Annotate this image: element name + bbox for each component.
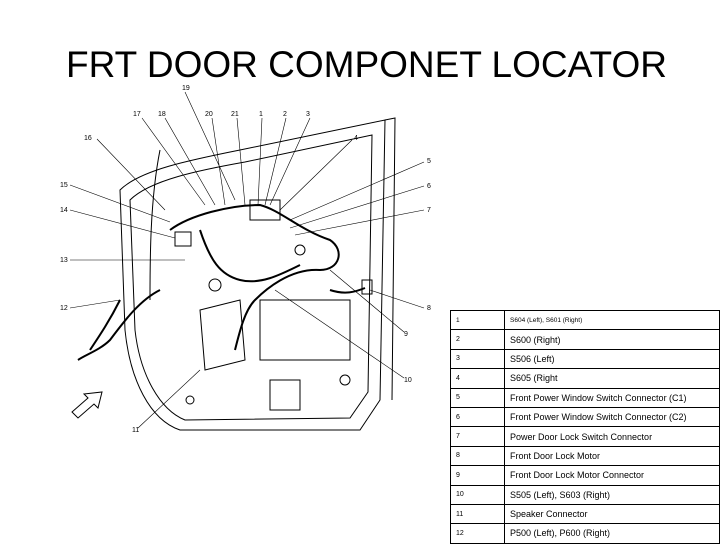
legend-num: 9 xyxy=(450,465,505,486)
legend-num: 10 xyxy=(450,484,505,505)
callout-label: 7 xyxy=(427,207,431,214)
callout-label: 15 xyxy=(60,182,68,189)
legend-desc: S604 (Left), S601 (Right) xyxy=(504,309,720,331)
callout-label: 10 xyxy=(404,377,412,384)
legend-desc: S605 (Right xyxy=(504,368,720,389)
callout-label: 18 xyxy=(158,111,166,118)
legend-desc: Front Door Lock Motor xyxy=(504,445,720,467)
callout-label: 14 xyxy=(60,207,68,214)
callout-label: 1 xyxy=(259,111,263,118)
legend-desc: P500 (Left), P600 (Right) xyxy=(504,523,720,544)
door-component-diagram: 19 17 18 20 21 1 2 3 16 4 5 15 6 14 7 13… xyxy=(60,85,431,434)
legend-num: 2 xyxy=(450,329,505,350)
legend-desc: S506 (Left) xyxy=(504,348,720,370)
callout-label: 8 xyxy=(427,305,431,312)
callout-label: 12 xyxy=(60,305,68,312)
legend-desc: Front Door Lock Motor Connector xyxy=(504,465,720,486)
legend-desc: Speaker Connector xyxy=(504,503,720,525)
legend-num: 5 xyxy=(450,387,505,408)
legend-num: 8 xyxy=(450,445,505,467)
callout-label: 9 xyxy=(404,331,408,338)
callout-label: 16 xyxy=(84,135,92,142)
page-title: FRT DOOR COMPONET LOCATOR xyxy=(66,44,667,85)
callout-label: 13 xyxy=(60,257,68,264)
legend-num: 4 xyxy=(450,368,505,389)
legend-num: 7 xyxy=(450,426,505,447)
legend-desc: S505 (Left), S603 (Right) xyxy=(504,484,720,505)
legend-desc: Front Power Window Switch Connector (C2) xyxy=(504,406,720,428)
legend-desc: S600 (Right) xyxy=(504,329,720,350)
legend-num: 3 xyxy=(450,348,505,370)
callout-label: 3 xyxy=(306,111,310,118)
legend-num: 11 xyxy=(450,503,505,525)
callout-label: 5 xyxy=(427,158,431,165)
callout-label: 20 xyxy=(205,111,213,118)
callout-label: 6 xyxy=(427,183,431,190)
callout-label: 17 xyxy=(133,111,141,118)
door-outline xyxy=(119,119,386,431)
legend-num: 12 xyxy=(450,523,505,544)
callout-label: 2 xyxy=(283,111,287,118)
callout-label: 19 xyxy=(182,85,190,92)
callout-label: 11 xyxy=(132,427,139,434)
legend-desc: Power Door Lock Switch Connector xyxy=(504,426,720,447)
wire-harness xyxy=(169,203,340,351)
legend-num: 6 xyxy=(450,406,505,428)
legend-desc: Front Power Window Switch Connector (C1) xyxy=(504,387,720,408)
callout-label: 4 xyxy=(354,135,358,142)
callout-label: 21 xyxy=(231,111,239,118)
legend-num: 1 xyxy=(450,309,505,331)
